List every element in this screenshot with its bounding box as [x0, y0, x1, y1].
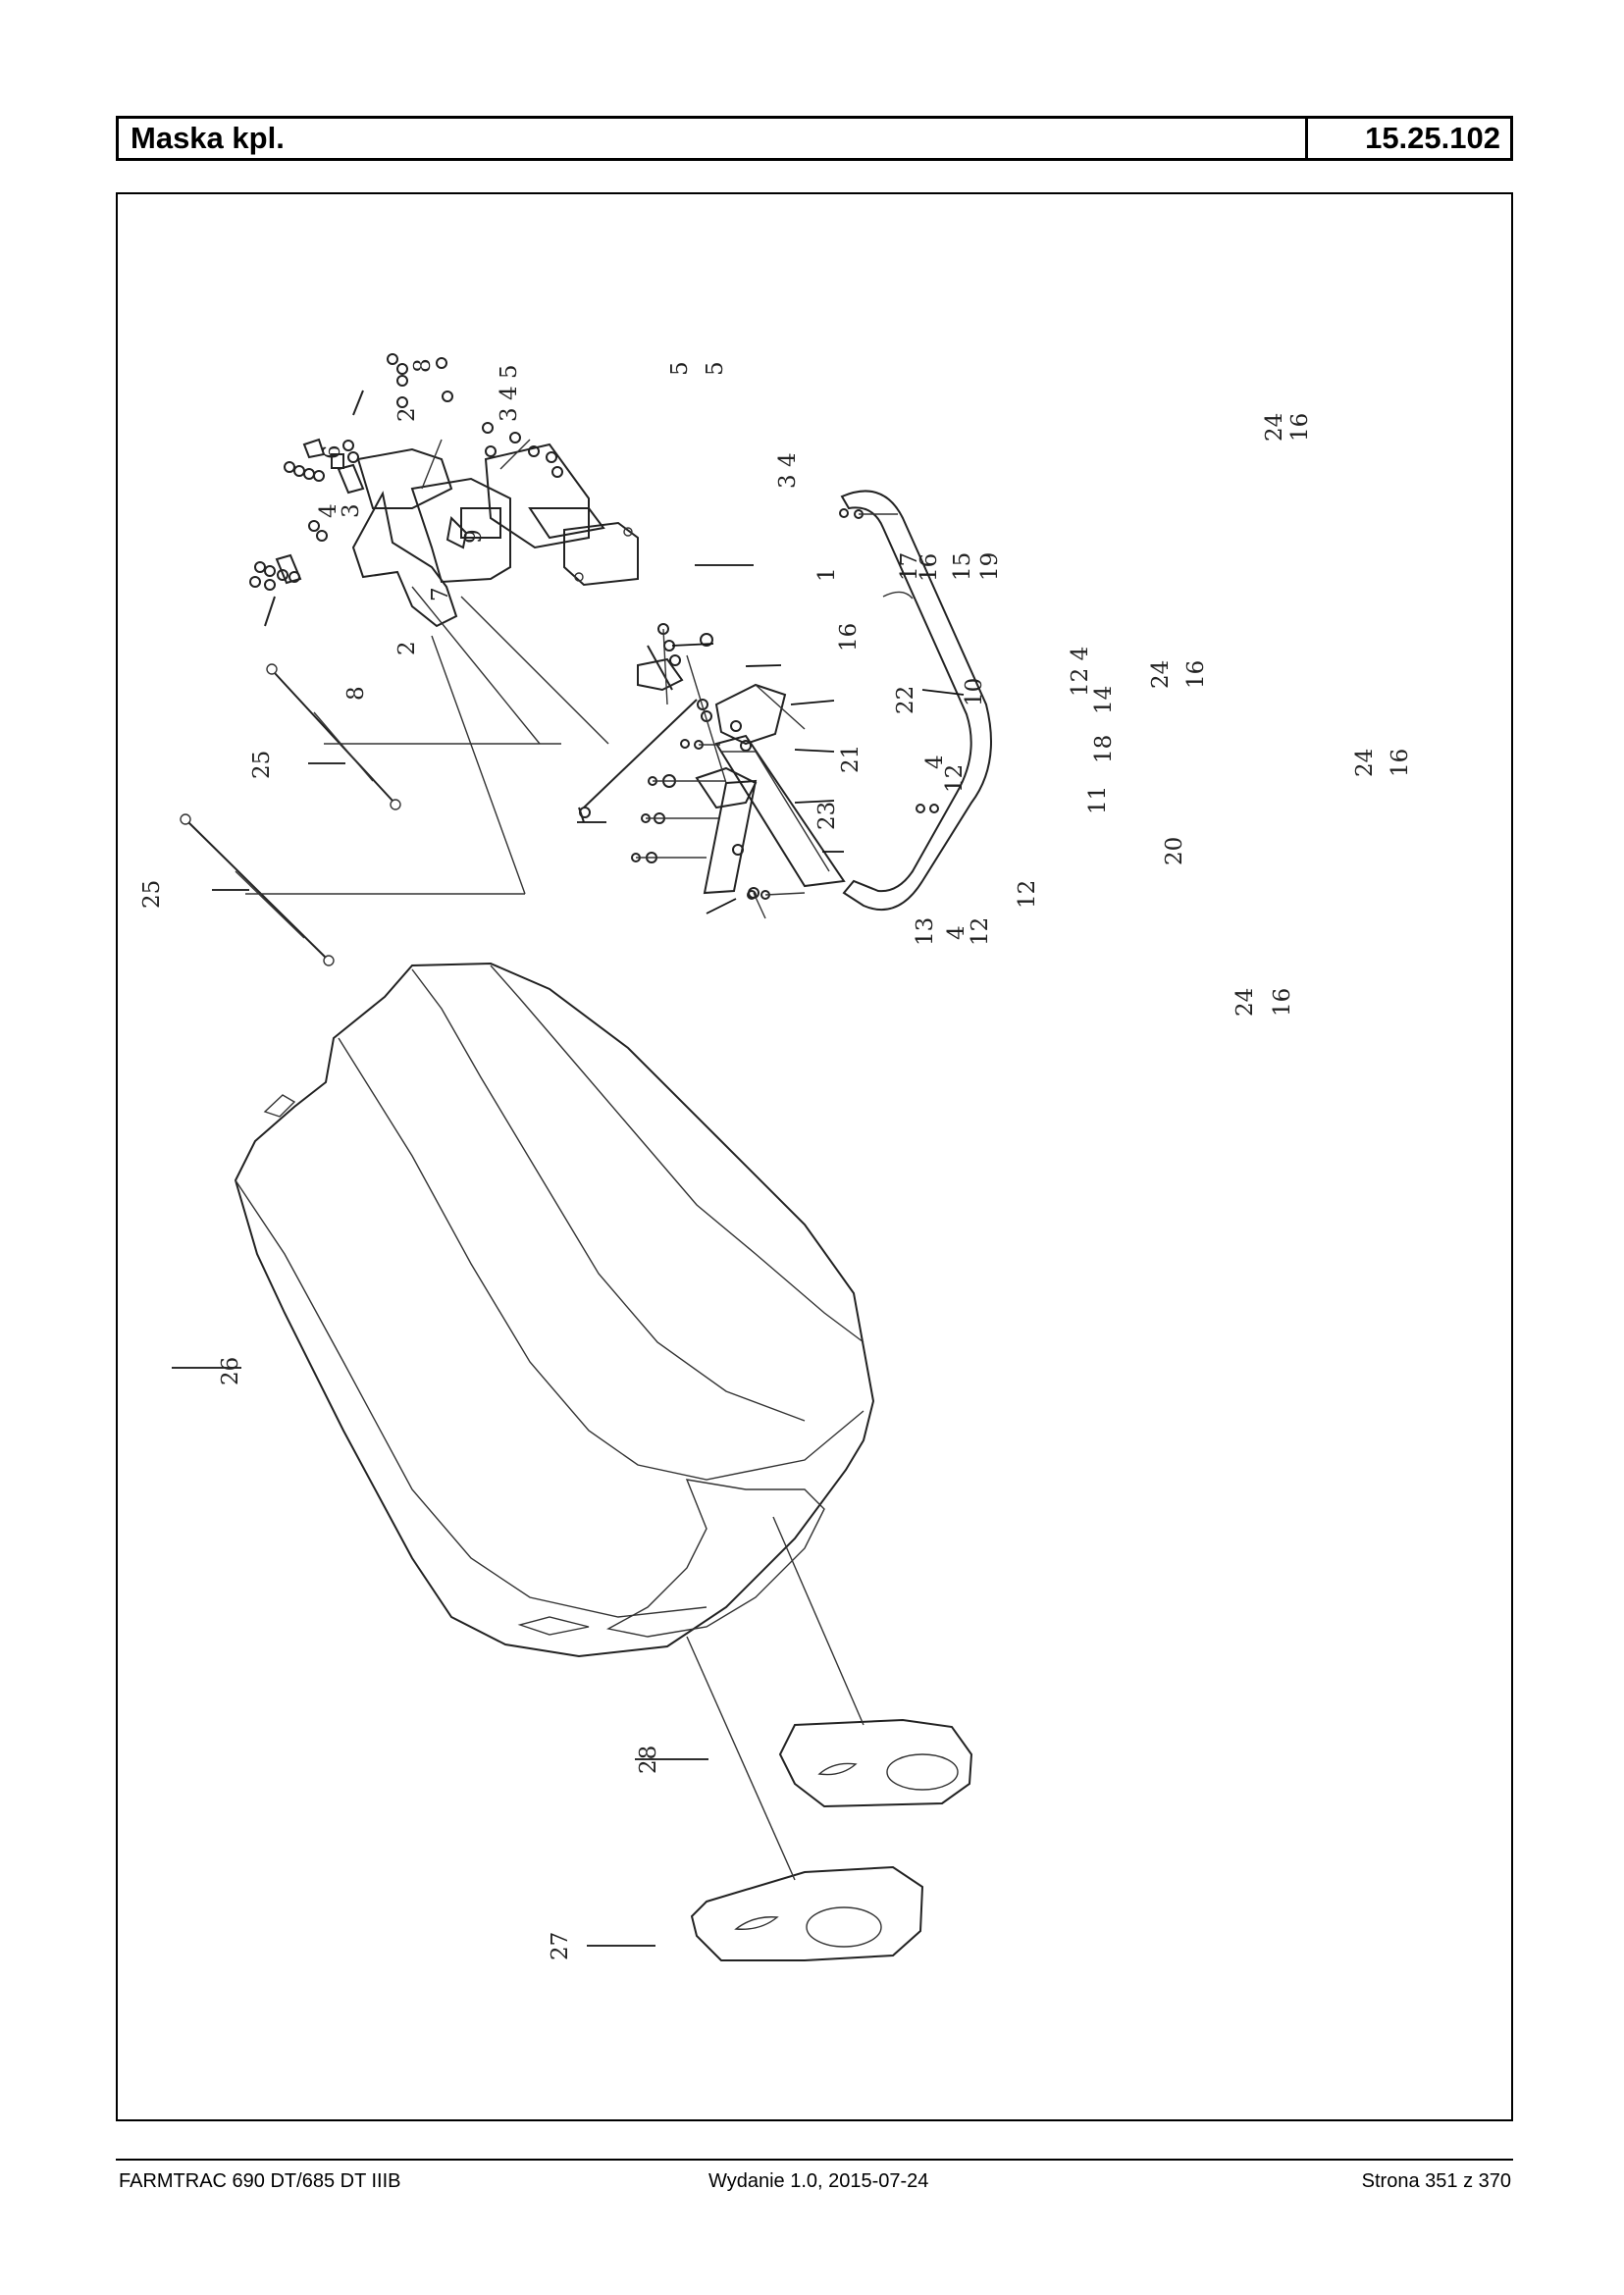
callout-345-top: 3 4 5 — [497, 364, 522, 422]
callout-16-e: 16 — [1388, 749, 1413, 777]
callout-24-b: 24 — [1148, 660, 1174, 689]
callout-16-b: 16 — [836, 623, 862, 652]
leader-lines — [172, 564, 965, 1947]
callout-22: 22 — [893, 686, 918, 714]
footer-rule — [116, 2159, 1513, 2161]
callout-10: 10 — [962, 678, 987, 706]
callout-5-b: 5 — [703, 361, 728, 376]
callout-1: 1 — [814, 567, 840, 582]
callout-17: 17 — [897, 552, 922, 581]
callout-19: 19 — [977, 552, 1003, 581]
callout-8-bottom: 8 — [343, 686, 369, 701]
callout-25-b: 25 — [139, 880, 165, 909]
callout-16-c: 16 — [1287, 413, 1313, 442]
page-header: Maska kpl. 15.25.102 — [116, 116, 1513, 161]
callout-13: 13 — [913, 917, 938, 946]
callout-23: 23 — [814, 802, 840, 830]
callout-9: 9 — [461, 529, 487, 544]
callout-6: 6 — [320, 444, 345, 459]
callout-16-f: 16 — [1270, 988, 1295, 1017]
callout-labels: 1 2 2 3 4 3 4 3 4 5 5 5 6 7 8 8 9 10 11 … — [139, 358, 1413, 1960]
footer-model: FARMTRAC 690 DT/685 DT IIIB — [119, 2170, 401, 2192]
callout-12-4: 12 4 — [1068, 647, 1093, 697]
exploded-view-svg: 1 2 2 3 4 3 4 3 4 5 5 5 6 7 8 8 9 10 11 … — [139, 353, 1413, 1961]
callout-24-d: 24 — [1232, 988, 1258, 1017]
callout-25-a: 25 — [249, 751, 275, 779]
callout-18: 18 — [1091, 735, 1117, 763]
callout-27: 27 — [548, 1932, 573, 1960]
callout-7: 7 — [428, 587, 453, 601]
callout-2-top: 2 — [394, 407, 420, 422]
callout-24-c: 24 — [1352, 749, 1378, 777]
callout-16-d: 16 — [1183, 660, 1209, 689]
callout-4-left: 4 — [316, 503, 341, 518]
callout-34-right: 3 4 — [775, 452, 801, 489]
callout-5-a: 5 — [667, 361, 693, 376]
callout-12-b: 12 — [1015, 880, 1040, 909]
callout-21: 21 — [838, 745, 864, 773]
callout-4-c: 4 — [922, 755, 948, 769]
footer-page-number: Strona 351 z 370 — [1361, 2170, 1511, 2192]
callout-28: 28 — [636, 1746, 661, 1774]
page-title: Maska kpl. — [119, 119, 1308, 158]
footer-edition: Wydanie 1.0, 2015-07-24 — [708, 2170, 929, 2192]
callout-24-a: 24 — [1262, 413, 1287, 442]
callout-3: 3 — [339, 503, 364, 518]
callout-12-a: 12 — [942, 764, 968, 793]
gas-strut-upper — [266, 663, 401, 810]
latch-mechanism — [578, 623, 806, 919]
hood-part-26 — [234, 962, 875, 1658]
callout-2-bottom: 2 — [394, 641, 420, 655]
callout-20: 20 — [1162, 837, 1187, 865]
callout-16-a: 16 — [917, 553, 942, 582]
hinge-assembly — [245, 353, 639, 895]
callout-15: 15 — [950, 552, 975, 581]
callout-4-b: 4 — [944, 925, 969, 940]
bumper-part-10 — [680, 490, 992, 911]
callout-26: 26 — [218, 1357, 243, 1385]
callout-11: 11 — [1085, 786, 1111, 814]
grille-panel-27 — [690, 1865, 924, 1961]
callout-14: 14 — [1091, 686, 1117, 714]
callout-8-top: 8 — [410, 358, 436, 373]
gas-strut-lower — [180, 813, 335, 966]
part-group-code: 15.25.102 — [1365, 121, 1500, 155]
callout-12-c: 12 — [968, 917, 993, 946]
grille-panel-28 — [778, 1718, 973, 1808]
hinge-fasteners — [249, 353, 563, 627]
exploded-view-drawing: 1 2 2 3 4 3 4 3 4 5 5 5 6 7 8 8 9 10 11 … — [116, 192, 1513, 2121]
